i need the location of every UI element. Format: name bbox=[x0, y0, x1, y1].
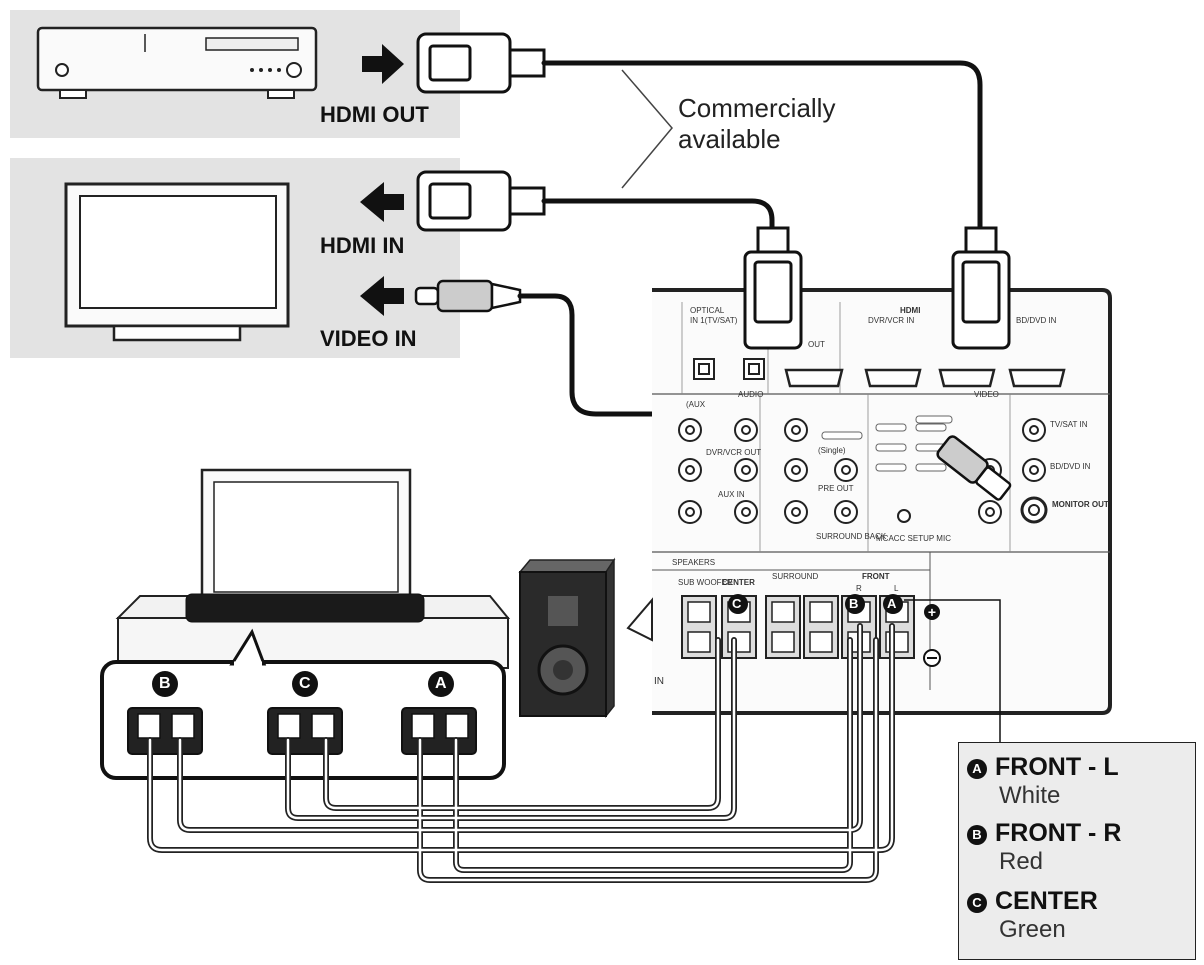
rx-video-label: VIDEO bbox=[974, 390, 999, 399]
legend-name: CENTER bbox=[995, 887, 1098, 915]
bluray-player-icon bbox=[36, 26, 318, 99]
soundbar-jacks bbox=[137, 713, 469, 739]
rx-mcacc-label: MCACC SETUP MIC bbox=[876, 534, 951, 543]
rx-audio-label: AUDIO bbox=[738, 390, 764, 399]
legend-badge: B bbox=[967, 825, 987, 845]
rx-monitor-out-label: MONITOR OUT bbox=[1052, 500, 1109, 509]
polarity-icons: + bbox=[923, 604, 941, 667]
rx-pre-out-label: PRE OUT bbox=[818, 484, 854, 493]
rx-front-l-label: L bbox=[894, 584, 899, 593]
rx-hdmi-bd-label: BD/DVD IN bbox=[1016, 316, 1057, 325]
legend-item-front-l: A FRONT - L White bbox=[967, 753, 1119, 810]
rx-hdmi-header: HDMI bbox=[900, 306, 921, 315]
arrow-right-icon bbox=[362, 44, 404, 84]
callout-pointer bbox=[626, 597, 653, 642]
laptop-icon bbox=[200, 468, 412, 604]
cable-note-line2: available bbox=[678, 124, 781, 154]
rx-hdmi-out-label: OUT bbox=[808, 340, 825, 349]
rx-optical-in-label: IN 1(TV/SAT) bbox=[690, 316, 738, 325]
rca-plug-icon bbox=[936, 435, 1012, 501]
speaker-wires-inner bbox=[148, 624, 894, 882]
hdmi-out-label: HDMI OUT bbox=[320, 102, 429, 127]
rx-aux-label: (AUX bbox=[686, 400, 706, 409]
callout-badge-c: C bbox=[299, 675, 311, 692]
cable-note-brace bbox=[621, 69, 673, 189]
legend-color: White bbox=[999, 782, 1061, 809]
rx-surround-label: SURROUND bbox=[772, 572, 819, 581]
video-in-label: VIDEO IN bbox=[320, 326, 417, 351]
subwoofer-icon bbox=[518, 557, 616, 719]
hdmi-plug-icon bbox=[416, 170, 546, 232]
svg-text:+: + bbox=[928, 604, 936, 620]
rca-plug-icon bbox=[414, 279, 522, 313]
rx-badge-c: C bbox=[732, 596, 742, 611]
legend-color: Red bbox=[999, 848, 1044, 875]
rx-in-label: IN bbox=[654, 676, 664, 687]
rx-optical-label: OPTICAL bbox=[690, 306, 725, 315]
rx-center-label: CENTER bbox=[722, 578, 755, 587]
terminal-badges bbox=[728, 594, 903, 614]
rx-subwoofer-label: SUB WOOFER bbox=[678, 578, 733, 587]
rx-surround-back-label: SURROUND BACK bbox=[816, 532, 887, 541]
rx-front-r-label: R bbox=[856, 584, 862, 593]
hdmi-port-icon bbox=[784, 368, 1066, 388]
vent-slots bbox=[821, 415, 953, 472]
legend-name: FRONT - L bbox=[995, 753, 1119, 781]
rx-front-label: FRONT bbox=[862, 572, 890, 581]
hdmi-plug-icon bbox=[951, 226, 1011, 350]
legend-item-front-r: B FRONT - R Red bbox=[967, 819, 1121, 876]
callout-badge-a: A bbox=[435, 675, 447, 692]
rx-hdmi-dvr-label: DVR/VCR IN bbox=[868, 316, 915, 325]
rx-badge-b: B bbox=[849, 596, 859, 611]
tv-stand-icon bbox=[115, 593, 511, 669]
rx-badge-a: A bbox=[887, 596, 897, 611]
optical-port-icon bbox=[693, 358, 765, 380]
callout-badges bbox=[152, 671, 454, 697]
legend-badge: A bbox=[967, 759, 987, 779]
legend-color: Green bbox=[999, 916, 1066, 943]
legend-name: FRONT - R bbox=[995, 819, 1122, 847]
cable-note-line1: Commercially bbox=[678, 93, 836, 123]
color-legend: A FRONT - L White B FRONT - R Red C CENTER … bbox=[958, 742, 1196, 960]
rx-tv-sat-label: TV/SAT IN bbox=[1050, 420, 1088, 429]
tv-icon bbox=[64, 182, 290, 342]
hdmi-in-label: HDMI IN bbox=[320, 233, 405, 258]
arrow-left-icon bbox=[360, 182, 404, 222]
callout-badge-b: B bbox=[159, 675, 171, 692]
legend-badge: C bbox=[967, 893, 987, 913]
rx-aux-in-label: AUX IN bbox=[718, 490, 745, 499]
arrow-left-icon bbox=[360, 276, 404, 316]
legend-leader bbox=[904, 599, 1001, 742]
rx-single-label: (Single) bbox=[818, 446, 846, 455]
rx-dvr-out-label: DVR/VCR OUT bbox=[706, 448, 762, 457]
rx-speakers-label: SPEAKERS bbox=[672, 558, 716, 567]
hdmi-plug-icon bbox=[416, 32, 546, 94]
legend-item-center: C CENTER Green bbox=[967, 887, 1098, 944]
hdmi-plug-icon bbox=[743, 226, 803, 350]
rx-bd-dvd-label: BD/DVD IN bbox=[1050, 462, 1091, 471]
